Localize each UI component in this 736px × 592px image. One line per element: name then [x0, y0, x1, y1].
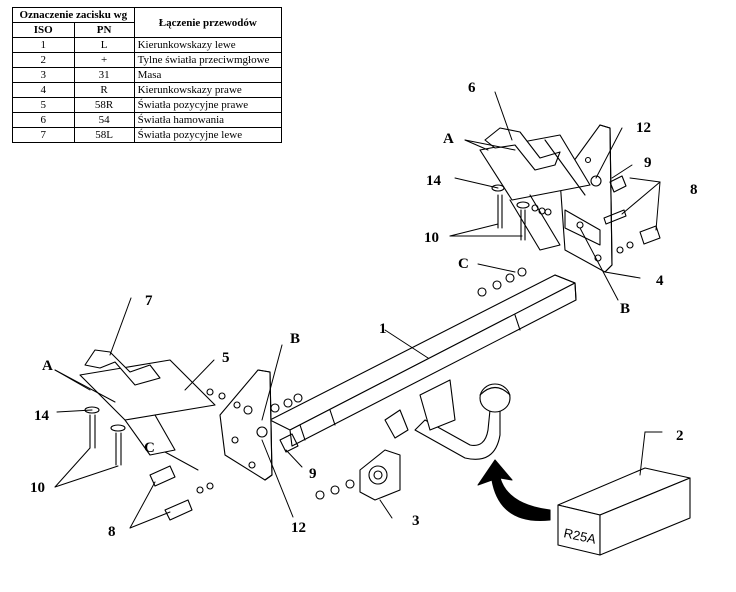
cell-description: Kierunkowskazy lewe: [133, 37, 283, 53]
package-box: [557, 467, 691, 556]
callout-12-right: 12: [636, 120, 651, 136]
callout-14-left: 14: [34, 408, 50, 424]
callout-9-left: 9: [309, 466, 317, 482]
cell-description: Masa: [133, 67, 283, 83]
callout-c-left: C: [144, 440, 155, 456]
callout-5: 5: [222, 350, 230, 366]
callout-12-left: 12: [291, 520, 306, 536]
cell-description: Światła pozycyjne lewe: [133, 127, 283, 143]
callout-10-left: 10: [30, 480, 45, 496]
left-side-bracket: [219, 369, 273, 481]
callout-8-left: 8: [108, 524, 116, 540]
right-side-bracket: [559, 124, 613, 273]
cell-description: Światła hamowania: [133, 112, 283, 128]
callout-3: 3: [412, 513, 420, 529]
callout-4: 4: [656, 273, 664, 289]
callout-1: 1: [379, 321, 387, 337]
callout-7: 7: [145, 293, 153, 309]
left-hardware: [84, 388, 355, 521]
cell-description: Światła pozycyjne prawe: [133, 97, 283, 113]
box-label: R25A: [562, 525, 597, 547]
callout-a-right: A: [443, 131, 454, 147]
callout-a-left: A: [42, 358, 53, 374]
direction-arrow: [477, 459, 551, 522]
callout-8-right: 8: [690, 182, 698, 198]
callout-labels: 1 2 3 4 5 6 7 8 8 9 9 10 10 12 12 14 14 …: [30, 80, 698, 547]
leader-lines: [54, 91, 663, 529]
callout-c-right: C: [458, 256, 469, 272]
callout-14-right: 14: [426, 173, 442, 189]
cell-pn: 58L: [73, 127, 135, 143]
callout-b-left: B: [290, 331, 300, 347]
socket-plate: [359, 409, 409, 501]
cross-beam: [269, 274, 577, 447]
callout-b-right: B: [620, 301, 630, 317]
callout-9-right: 9: [644, 155, 652, 171]
right-hardware: [477, 175, 661, 297]
callout-10-right: 10: [424, 230, 439, 246]
cell-description: Kierunkowskazy prawe: [133, 82, 283, 98]
tow-ball-neck: [414, 379, 511, 460]
wiring-table: Oznaczenie zacisku wg Łączenie przewodów…: [12, 7, 283, 143]
callout-6: 6: [468, 80, 476, 96]
callout-2: 2: [676, 428, 684, 444]
cell-pn: 58R: [73, 97, 135, 113]
left-mounting-plate: [79, 349, 216, 456]
